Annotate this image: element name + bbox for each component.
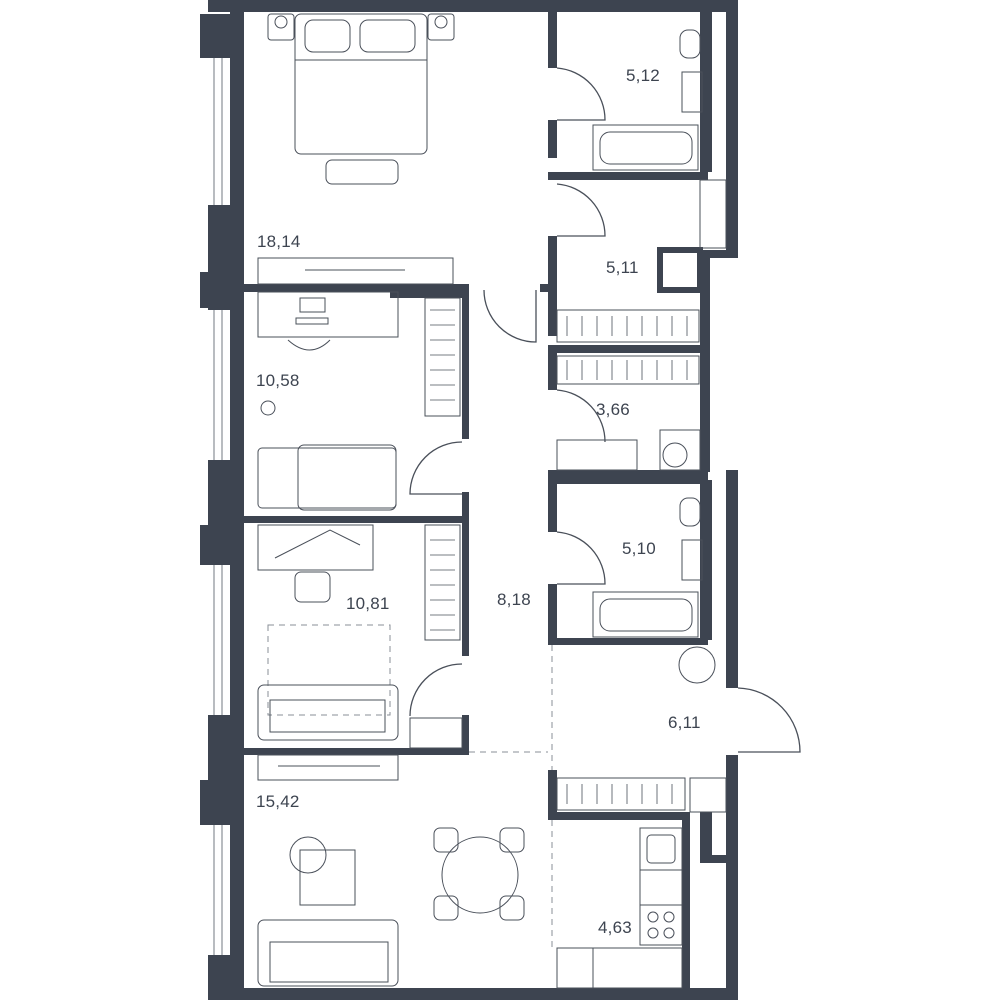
room-area-corridor: 8,18 [497,590,531,609]
room-area-bathroom-middle: 5,10 [622,539,656,558]
windows [213,58,223,955]
furniture [257,13,727,989]
room-area-laundry: 3,66 [596,400,630,419]
room-area-kitchen: 4,63 [598,918,632,937]
room-area-hall: 6,11 [668,713,701,732]
room-area-bedroom-master: 18,14 [257,232,301,251]
doors [409,67,801,753]
room-area-bathroom-top: 5,12 [626,66,660,85]
closet-hatching [430,309,688,804]
zone-lines [267,624,553,950]
room-area-kids-room-1: 10,58 [256,371,300,390]
room-area-closet-top: 5,11 [606,258,639,277]
room-area-living-room: 15,42 [256,792,300,811]
walls [200,0,738,1000]
room-area-kids-room-2: 10,81 [346,594,390,613]
